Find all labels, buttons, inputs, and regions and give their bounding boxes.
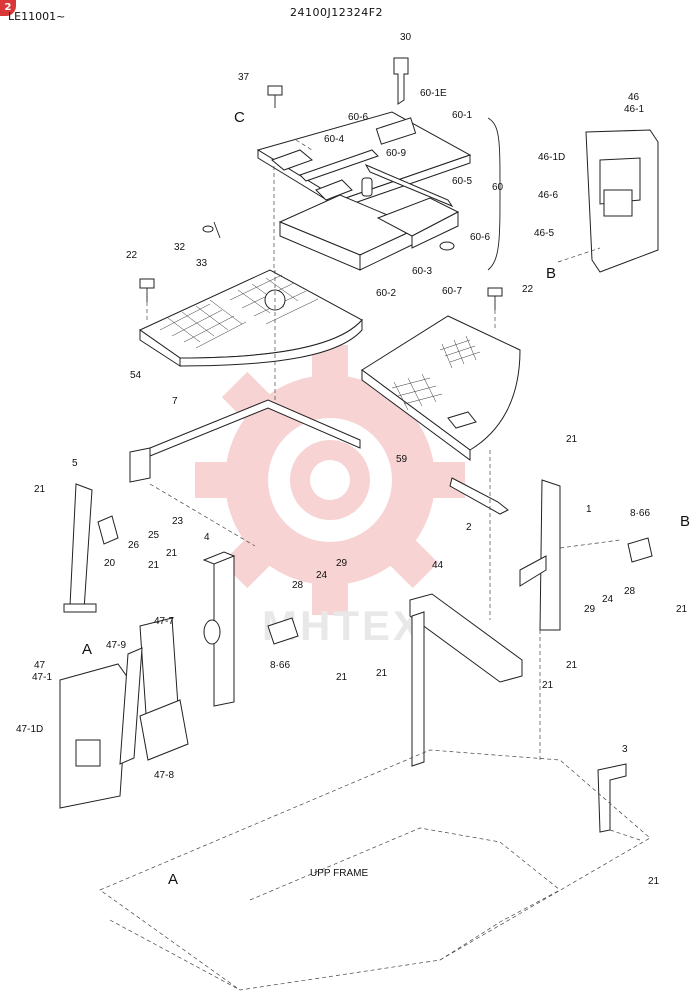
callout-32: 32	[174, 242, 186, 253]
view-marker-b-top: B	[546, 265, 556, 282]
callout-20: 20	[104, 558, 116, 569]
callout-60-6-side: 60-6	[470, 232, 490, 243]
callout-33: 33	[196, 258, 208, 269]
callout-22-left: 22	[126, 250, 138, 261]
callout-26: 26	[128, 540, 140, 551]
callout-3: 3	[622, 744, 628, 755]
serial-range: LE11001~	[8, 10, 66, 23]
bracket-2	[449, 477, 509, 515]
frame-member-7	[129, 399, 361, 483]
callout-21-c: 21	[166, 548, 178, 559]
bracket-5	[63, 483, 97, 613]
callout-28-left: 28	[292, 580, 304, 591]
bolt-37	[267, 85, 283, 108]
callout-60: 60	[492, 182, 504, 193]
callout-46-1d: 46-1D	[538, 152, 565, 163]
callout-60-2: 60-2	[376, 288, 396, 299]
key-30	[393, 57, 409, 105]
callout-60-3: 60-3	[412, 266, 432, 277]
view-marker-b-right: B	[680, 513, 690, 530]
corner-badge: 2	[0, 0, 16, 16]
callout-46-5: 46-5	[534, 228, 554, 239]
post-1	[519, 479, 561, 631]
watermark-logo: MHTEX	[195, 345, 465, 649]
callout-labels: 30 37 60-1E 60-1 60-6 60-9 60-4 60-5 60 …	[16, 32, 688, 887]
callout-59: 59	[396, 454, 408, 465]
post-4	[202, 551, 236, 707]
callout-21-b: 21	[148, 560, 160, 571]
callout-21-d: 21	[336, 672, 348, 683]
side-cover-47	[59, 663, 129, 809]
callout-24-left: 24	[316, 570, 328, 581]
callout-22-right: 22	[522, 284, 534, 295]
callout-60-9: 60-9	[386, 148, 406, 159]
bolt-22-right	[487, 287, 503, 310]
upper-frame	[99, 749, 651, 991]
callout-60-7: 60-7	[442, 286, 462, 297]
callout-60-5: 60-5	[452, 176, 472, 187]
callout-46: 46	[628, 92, 640, 103]
callout-28-right: 28	[624, 586, 636, 597]
cover-assembly-60	[256, 111, 501, 272]
callout-21-h: 21	[566, 660, 578, 671]
callout-5: 5	[72, 458, 78, 469]
bracket-8-66-right	[627, 537, 653, 563]
cover-plate-59	[361, 315, 521, 461]
callout-37: 37	[238, 72, 250, 83]
callout-21-g: 21	[566, 434, 578, 445]
callout-47-1: 47-1	[32, 672, 52, 683]
washer-32	[202, 225, 214, 233]
bracket-8-66-left	[267, 617, 299, 645]
drawing-number: 24100J12324F2	[290, 6, 384, 19]
callout-1: 1	[586, 504, 592, 515]
callout-60-6-top: 60-6	[348, 112, 368, 123]
callout-47-8: 47-8	[154, 770, 174, 781]
callout-2: 2	[466, 522, 472, 533]
clip-33	[213, 221, 221, 239]
callout-21-a: 21	[34, 484, 46, 495]
view-markers: C B B A A	[82, 109, 690, 888]
callout-46-1: 46-1	[624, 104, 644, 115]
plate-20	[97, 515, 119, 545]
callout-54: 54	[130, 370, 142, 381]
callout-47-1d: 47-1D	[16, 724, 43, 735]
callout-46-6: 46-6	[538, 190, 558, 201]
bracket-3	[597, 763, 627, 833]
callout-21-e: 21	[376, 668, 388, 679]
bolt-22-left	[139, 278, 155, 302]
view-marker-c: C	[234, 109, 245, 126]
callout-60-4: 60-4	[324, 134, 344, 145]
callout-29-left: 29	[336, 558, 348, 569]
callout-44: 44	[432, 560, 444, 571]
side-cover-46	[585, 129, 659, 273]
plate-47-7	[139, 617, 179, 715]
callout-21-f: 21	[676, 604, 688, 615]
callout-60-1: 60-1	[452, 110, 472, 121]
frame-44	[409, 593, 523, 767]
callout-47: 47	[34, 660, 46, 671]
callout-29-right: 29	[584, 604, 596, 615]
callout-25: 25	[148, 530, 160, 541]
callout-30: 30	[400, 32, 412, 43]
callout-21-i: 21	[648, 876, 660, 887]
callout-7: 7	[172, 396, 178, 407]
callout-21-j: 21	[542, 680, 554, 691]
callout-24-right: 24	[602, 594, 614, 605]
callout-8-66-left: 8·66	[270, 660, 290, 671]
callout-23: 23	[172, 516, 184, 527]
callout-60-1e: 60-1E	[420, 88, 447, 99]
callout-47-7: 47-7	[154, 616, 174, 627]
guide-lines	[146, 247, 641, 841]
view-marker-a-left: A	[82, 641, 92, 658]
callout-47-9: 47-9	[106, 640, 126, 651]
callout-8-66-right: 8·66	[630, 508, 650, 519]
plate-47-8	[139, 699, 189, 761]
stay-47-9	[119, 647, 143, 765]
callout-4: 4	[204, 532, 210, 543]
view-marker-a-bottom: A	[168, 871, 178, 888]
frame-label: UPP FRAME	[310, 868, 368, 879]
